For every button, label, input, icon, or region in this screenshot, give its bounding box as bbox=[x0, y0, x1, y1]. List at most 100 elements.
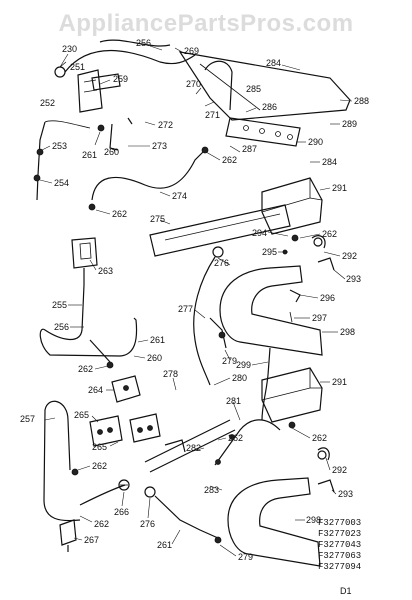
tube-281 bbox=[214, 419, 281, 466]
model-number: F3277003 bbox=[318, 518, 361, 528]
switch-265a bbox=[89, 415, 123, 447]
burner-298-upper bbox=[219, 265, 323, 356]
valve-267 bbox=[59, 519, 77, 552]
label-278: 278 bbox=[163, 369, 178, 379]
model-number: F3277023 bbox=[318, 529, 361, 539]
thermocouple-276-lower bbox=[144, 486, 222, 544]
label-262-f: 262 bbox=[92, 461, 107, 471]
label-262-g: 262 bbox=[228, 433, 243, 443]
label-256-b: 256 bbox=[54, 322, 69, 332]
label-262-e: 262 bbox=[312, 433, 327, 443]
label-289: 289 bbox=[342, 119, 357, 129]
label-275: 275 bbox=[150, 214, 165, 224]
label-277: 277 bbox=[178, 304, 193, 314]
label-261-c: 261 bbox=[157, 540, 172, 550]
tube-257 bbox=[43, 400, 126, 522]
label-292: 292 bbox=[342, 251, 357, 261]
label-262-b: 262 bbox=[112, 209, 127, 219]
label-296: 296 bbox=[320, 293, 335, 303]
label-274: 274 bbox=[172, 191, 187, 201]
label-260-b: 260 bbox=[147, 353, 162, 363]
label-265-b: 265 bbox=[92, 442, 107, 452]
tube-255-256 bbox=[39, 284, 138, 369]
screws-right-upper bbox=[282, 234, 335, 323]
screws-right-lower bbox=[215, 421, 335, 493]
label-287: 287 bbox=[242, 144, 257, 154]
label-261-b: 261 bbox=[150, 335, 165, 345]
switch-265b bbox=[129, 413, 161, 443]
box-291-top bbox=[261, 177, 323, 235]
model-number: F3277094 bbox=[318, 562, 361, 572]
valve-263 bbox=[71, 237, 98, 285]
pipe-252 bbox=[33, 120, 91, 201]
callout-labels: 230 256 269 251 259 284 288 270 285 252 … bbox=[20, 38, 369, 596]
label-276: 276 bbox=[214, 258, 229, 268]
orifice-plate-290 bbox=[225, 117, 301, 147]
label-262-h: 262 bbox=[94, 519, 109, 529]
watermark: AppliancePartsPros.com bbox=[58, 10, 354, 37]
label-261: 261 bbox=[82, 150, 97, 160]
knob-266 bbox=[118, 479, 130, 491]
label-269: 269 bbox=[184, 46, 199, 56]
label-262-d: 262 bbox=[78, 364, 93, 374]
leader-lines bbox=[39, 45, 353, 557]
label-293-b: 293 bbox=[338, 489, 353, 499]
label-291: 291 bbox=[332, 183, 347, 193]
label-267: 267 bbox=[84, 535, 99, 545]
model-number: F3277063 bbox=[318, 551, 361, 561]
label-283: 283 bbox=[204, 485, 219, 495]
label-299: 299 bbox=[236, 360, 251, 370]
label-279: 279 bbox=[222, 356, 237, 366]
label-254: 254 bbox=[54, 178, 69, 188]
label-288: 288 bbox=[354, 96, 369, 106]
label-276-b: 276 bbox=[140, 519, 155, 529]
model-number: F3277043 bbox=[318, 540, 361, 550]
label-270: 270 bbox=[186, 79, 201, 89]
label-286: 286 bbox=[262, 102, 277, 112]
label-257: 257 bbox=[20, 414, 35, 424]
label-252: 252 bbox=[40, 98, 55, 108]
tube-274 bbox=[88, 146, 209, 211]
label-253: 253 bbox=[52, 141, 67, 151]
model-numbers: F3277003 F3277023 F3277043 F3277063 F327… bbox=[318, 518, 361, 572]
label-281: 281 bbox=[226, 396, 241, 406]
label-259: 259 bbox=[113, 74, 128, 84]
label-291-b: 291 bbox=[332, 377, 347, 387]
label-279-b: 279 bbox=[238, 552, 253, 562]
label-285: 285 bbox=[246, 84, 261, 94]
label-295: 295 bbox=[262, 247, 277, 257]
heat-shield-275 bbox=[149, 204, 291, 257]
label-284-b: 284 bbox=[322, 157, 337, 167]
label-297: 297 bbox=[312, 313, 327, 323]
label-262-c: 262 bbox=[322, 229, 337, 239]
bracket-251 bbox=[77, 69, 103, 113]
label-298: 298 bbox=[340, 327, 355, 337]
thermocouple-276 bbox=[193, 246, 227, 386]
label-292-b: 292 bbox=[332, 465, 347, 475]
label-293: 293 bbox=[346, 274, 361, 284]
label-271: 271 bbox=[205, 110, 220, 120]
label-260: 260 bbox=[104, 147, 119, 157]
label-294: 294 bbox=[252, 228, 267, 238]
label-265: 265 bbox=[74, 410, 89, 420]
label-284: 284 bbox=[266, 58, 281, 68]
label-264: 264 bbox=[88, 385, 103, 395]
label-251: 251 bbox=[70, 62, 85, 72]
switch-259 bbox=[91, 73, 121, 91]
label-266: 266 bbox=[114, 507, 129, 517]
label-280: 280 bbox=[232, 373, 247, 383]
label-263: 263 bbox=[98, 266, 113, 276]
label-272: 272 bbox=[158, 120, 173, 130]
burner-298-lower bbox=[227, 477, 321, 567]
label-255: 255 bbox=[52, 300, 67, 310]
box-291-lower bbox=[261, 367, 323, 423]
label-273: 273 bbox=[152, 141, 167, 151]
wire-harness-top bbox=[54, 39, 196, 78]
label-282: 282 bbox=[186, 443, 201, 453]
label-230: 230 bbox=[62, 44, 77, 54]
switch-264 bbox=[111, 375, 141, 403]
fittings-260-261 bbox=[97, 117, 133, 151]
label-d1: D1 bbox=[340, 586, 352, 596]
wire-299 bbox=[261, 347, 271, 421]
